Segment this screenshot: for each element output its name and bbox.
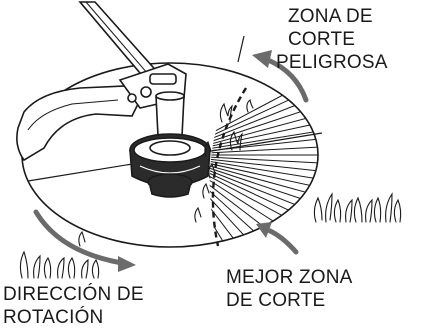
best-zone-dashed-boundary xyxy=(211,87,248,247)
danger-zone-pointer xyxy=(237,35,245,63)
danger-zone-label-line-1: ZONA DE xyxy=(288,6,373,27)
danger-zone-label-line-2: CORTE xyxy=(288,29,356,50)
grass-clump-icon xyxy=(19,99,402,279)
rotation-arrow xyxy=(33,209,136,272)
rotation-label-line-1: DIRECCIÓN DE xyxy=(3,284,144,305)
best-zone-label-line-2: DE CORTE xyxy=(226,290,326,311)
rotation-label: DIRECCIÓN DE ROTACIÓN xyxy=(3,283,144,329)
best-zone-arrow xyxy=(256,222,299,255)
danger-zone-arrow xyxy=(252,50,309,103)
danger-zone-label: ZONA DE CORTE PELIGROSA xyxy=(276,5,388,74)
rotation-label-line-2: ROTACIÓN xyxy=(3,307,104,328)
best-zone-label: MEJOR ZONA DE CORTE xyxy=(226,266,353,312)
best-zone-label-line-1: MEJOR ZONA xyxy=(226,267,353,288)
danger-zone-label-line-3: PELIGROSA xyxy=(276,52,388,73)
string-trimmer-head-icon xyxy=(16,1,211,198)
